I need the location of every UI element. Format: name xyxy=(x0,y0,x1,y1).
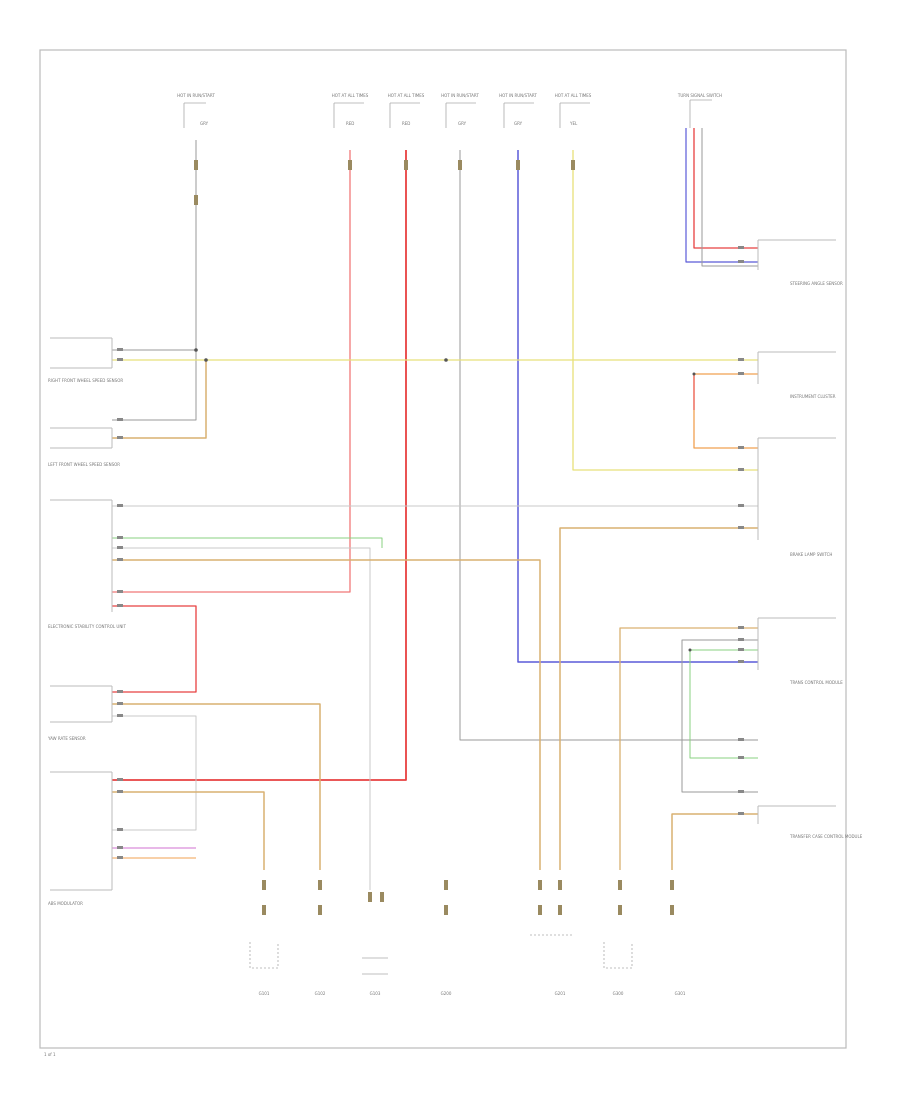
wire-blue-top-right xyxy=(685,128,758,263)
fuse-label-4: GRY xyxy=(458,121,467,126)
wire-tan-transfer xyxy=(671,813,758,870)
top-source-label-5: HOT IN RUN/START xyxy=(499,93,537,98)
left-component-label-2: LEFT FRONT WHEEL SPEED SENSOR xyxy=(48,462,120,467)
right-component-label-2: INSTRUMENT CLUSTER xyxy=(790,394,836,399)
wire-blue-tcm xyxy=(517,150,758,663)
wire-red-top-right xyxy=(693,128,758,249)
wire-green-tcm xyxy=(689,649,758,759)
wire-red-yaw xyxy=(112,605,197,693)
top-source-label-4: HOT IN RUN/START xyxy=(441,93,479,98)
bottom-label-2: G102 xyxy=(315,991,326,996)
bottom-label-5: G201 xyxy=(555,991,566,996)
top-fuse-brackets xyxy=(183,99,712,128)
top-source-labels: HOT IN RUN/START HOT AT ALL TIMES HOT AT… xyxy=(177,93,722,98)
left-component-label-4: YAW RATE SENSOR xyxy=(47,736,86,741)
wire-gray-center xyxy=(459,150,758,741)
left-components: RIGHT FRONT WHEEL SPEED SENSOR LEFT FRON… xyxy=(47,337,126,906)
wire-orange-brake xyxy=(693,373,758,449)
bottom-label-4: G200 xyxy=(441,991,452,996)
wire-tan-abs xyxy=(112,791,265,870)
top-source-label-2: HOT AT ALL TIMES xyxy=(332,93,369,98)
left-component-label-5: ABS MODULATOR xyxy=(48,901,83,906)
wire-gray-tcm xyxy=(681,639,758,793)
wire-red-2 xyxy=(112,150,407,781)
bottom-labels: G101 G102 G103 G200 G201 G300 G301 xyxy=(259,991,686,996)
fuse-text: GRY RED RED GRY GRY YEL xyxy=(200,121,578,126)
right-components: STEERING ANGLE SENSOR INSTRUMENT CLUSTER… xyxy=(757,239,863,839)
fuse-label-2: RED xyxy=(346,121,354,126)
fuse-label-1: GRY xyxy=(200,121,209,126)
wire-red-1 xyxy=(112,150,351,593)
wire-lightgray-yaw xyxy=(112,715,197,831)
wire-tan-brake-right xyxy=(559,527,758,870)
wire-connectors xyxy=(194,160,674,915)
right-component-label-4: TRANS CONTROL MODULE xyxy=(789,680,843,685)
fuse-label-3: RED xyxy=(402,121,410,126)
page-number: 1 of 1 xyxy=(44,1052,56,1057)
wire-tan-lf xyxy=(112,360,207,439)
right-component-label-5: TRANSFER CASE CONTROL MODULE xyxy=(789,834,863,839)
bottom-label-7: G301 xyxy=(675,991,686,996)
top-source-label-3: HOT AT ALL TIMES xyxy=(388,93,425,98)
diagram-border xyxy=(39,49,847,1049)
bottom-label-6: G300 xyxy=(613,991,624,996)
right-component-label-1: STEERING ANGLE SENSOR xyxy=(790,281,843,286)
left-component-label-1: RIGHT FRONT WHEEL SPEED SENSOR xyxy=(48,378,123,383)
pin-dots xyxy=(117,246,744,859)
right-component-label-3: BRAKE LAMP SWITCH xyxy=(790,552,832,557)
top-source-label-1: HOT IN RUN/START xyxy=(177,93,215,98)
bottom-label-3: G103 xyxy=(370,991,381,996)
wire-gray-main xyxy=(112,140,197,421)
wire-lightgray-esc-2 xyxy=(112,547,371,890)
bottom-ground-symbols xyxy=(249,934,633,975)
top-source-label-7: TURN SIGNAL SWITCH xyxy=(677,93,722,98)
splices xyxy=(194,348,696,652)
wire-tan-esc xyxy=(112,559,541,870)
wire-tan-yaw xyxy=(112,703,321,870)
bottom-label-1: G101 xyxy=(259,991,270,996)
wire-yellow-brake xyxy=(572,150,758,471)
left-component-label-3: ELECTRONIC STABILITY CONTROL UNIT xyxy=(48,624,126,629)
wire-green-esc xyxy=(112,537,383,548)
top-source-label-6: HOT AT ALL TIMES xyxy=(555,93,592,98)
fuse-label-6: YEL xyxy=(569,121,578,126)
wire-gray-top-right xyxy=(701,128,758,267)
wire-tan-tcm-right xyxy=(619,627,758,870)
fuse-label-5: GRY xyxy=(514,121,523,126)
wires xyxy=(112,128,758,890)
